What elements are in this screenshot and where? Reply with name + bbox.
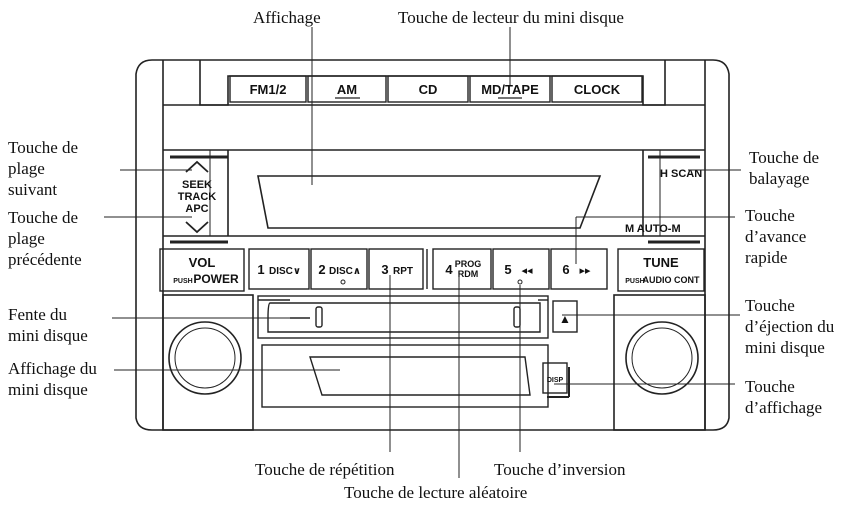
preset-1-number: 1 (257, 262, 264, 277)
cd-label: CD (419, 82, 438, 97)
preset-5-dot (517, 279, 523, 285)
label-plage-precedente: Touche de plage précédente (8, 208, 82, 269)
preset-2-button[interactable] (310, 248, 368, 290)
preset-4-number: 4 (445, 262, 453, 277)
preset-2-dot (340, 279, 346, 285)
tune-label: TUNE (643, 255, 679, 270)
h-scan-label: H SCAN (660, 168, 702, 180)
label-balayage: Touche de balayage (749, 148, 820, 188)
preset-2-text: DISC∧ (329, 266, 361, 277)
disp-label: DISP (547, 377, 564, 384)
preset-3-number: 3 (381, 262, 388, 277)
tune-audio-button[interactable] (617, 248, 705, 292)
track-label: TRACK (178, 191, 217, 203)
apc-label: APC (185, 203, 208, 215)
preset-6-button[interactable] (550, 248, 608, 290)
preset-1-button[interactable] (248, 248, 310, 290)
md-tape-label: MD/TAPE (481, 82, 539, 97)
preset-5-number: 5 (504, 262, 511, 277)
tune-knob[interactable] (625, 321, 699, 395)
label-inversion: Touche d’inversion (494, 460, 626, 479)
preset-5-button[interactable] (492, 248, 550, 290)
preset-3-text: RPT (393, 266, 413, 277)
fm-label: FM1/2 (250, 82, 287, 97)
label-touche-affichage: Touche d’affichage (745, 377, 823, 417)
seek-track-rocker[interactable] (170, 155, 228, 244)
tune-audio-label: AUDIO CONT (643, 275, 700, 285)
vol-push-label: PUSH (173, 278, 192, 285)
panel-housing (135, 59, 730, 431)
preset-3-button[interactable] (368, 248, 424, 290)
label-lecture-aleatoire: Touche de lecture aléatoire (344, 483, 528, 502)
vol-knob[interactable] (168, 321, 242, 395)
label-plage-suivant: Touche de plage suivant (8, 138, 79, 199)
preset-2-number: 2 (318, 262, 325, 277)
clock-label: CLOCK (574, 82, 621, 97)
md-slot (267, 302, 541, 333)
preset-6-number: 6 (562, 262, 569, 277)
label-repetition: Touche de répétition (255, 460, 395, 479)
md-slot-frame (257, 295, 549, 339)
preset-4-button[interactable] (432, 248, 492, 290)
am-label: AM (337, 82, 357, 97)
vol-label: VOL (189, 255, 216, 270)
preset-5-text: ◂◂ (521, 265, 533, 277)
preset-1-text: DISC∨ (269, 266, 301, 277)
label-ejection-md: Touche d’éjection du mini disque (745, 296, 835, 357)
label-fente-md: Fente du mini disque (8, 305, 88, 345)
m-auto-label: M AUTO-M (625, 223, 681, 235)
power-label: POWER (193, 272, 239, 286)
eject-icon: ▲ (559, 312, 571, 326)
preset-4-text-rdm: RDM (458, 269, 479, 279)
label-touche-lecteur-md: Touche de lecteur du mini disque (398, 8, 624, 27)
fm-button[interactable] (229, 75, 307, 103)
am-button[interactable] (307, 75, 387, 103)
md-display (309, 356, 531, 396)
eject-button[interactable] (552, 300, 578, 333)
clock-button[interactable] (551, 75, 643, 103)
label-affichage: Affichage (253, 8, 321, 27)
label-affichage-md: Affichage du mini disque (8, 359, 97, 399)
preset-6-text: ▸▸ (579, 265, 591, 277)
label-avance-rapide: Touche d’avance rapide (745, 206, 807, 267)
cd-button[interactable] (387, 75, 469, 103)
seek-label: SEEK (182, 179, 212, 191)
tune-push-label: PUSH (625, 278, 644, 285)
main-display (257, 175, 602, 229)
vol-power-knob-button[interactable] (159, 248, 245, 292)
preset-4-text-prog: PROG (455, 259, 482, 269)
disp-button[interactable] (542, 362, 568, 394)
